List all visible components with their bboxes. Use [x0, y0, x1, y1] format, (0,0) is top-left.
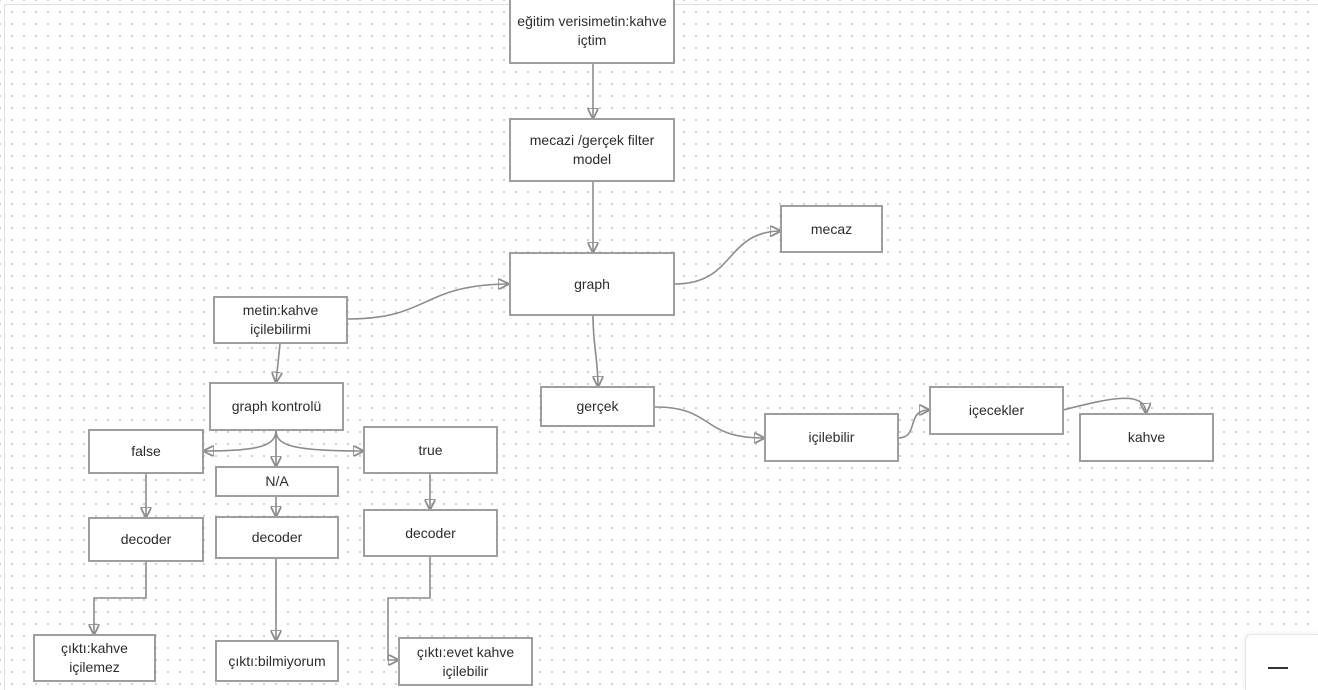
edge-graph-kontrolu-false[interactable]: [204, 429, 277, 451]
edge-gercek-icilebilir[interactable]: [654, 406, 764, 438]
node-kahve[interactable]: kahve: [1079, 413, 1214, 462]
node-cikti-na[interactable]: çıktı:bilmiyorum: [215, 640, 339, 682]
zoom-out-button[interactable]: [1264, 645, 1292, 673]
zoom-controls: [1245, 634, 1318, 690]
node-true[interactable]: true: [363, 426, 498, 474]
node-icecekler[interactable]: içecekler: [929, 386, 1064, 435]
edge-decoder-false-cikti[interactable]: [94, 561, 147, 634]
edge-graph-gercek[interactable]: [592, 315, 598, 386]
node-decoder-false[interactable]: decoder: [88, 517, 204, 562]
node-decoder-true[interactable]: decoder: [363, 509, 498, 557]
edge-decoder-true-cikti[interactable]: [387, 556, 431, 660]
edge-graph-mecaz[interactable]: [674, 231, 780, 285]
edge-icecekler-kahve[interactable]: [1062, 397, 1146, 413]
node-false[interactable]: false: [88, 429, 204, 474]
edge-graph-kontrolu-true[interactable]: [275, 429, 363, 451]
node-na[interactable]: N/A: [215, 466, 339, 497]
node-graph-kontrolu[interactable]: graph kontrolü: [209, 382, 344, 431]
node-graph[interactable]: graph: [509, 252, 675, 316]
node-gercek[interactable]: gerçek: [540, 386, 655, 427]
edge-metin-graph-kontrolu[interactable]: [276, 343, 280, 382]
edge-metin-graph[interactable]: [347, 284, 508, 320]
node-decoder-na[interactable]: decoder: [215, 516, 339, 559]
edge-icilebilir-icecekler[interactable]: [897, 410, 929, 439]
node-mecaz[interactable]: mecaz: [780, 205, 883, 253]
node-icilebilir[interactable]: içilebilir: [764, 413, 899, 462]
minus-icon: [1268, 667, 1288, 669]
